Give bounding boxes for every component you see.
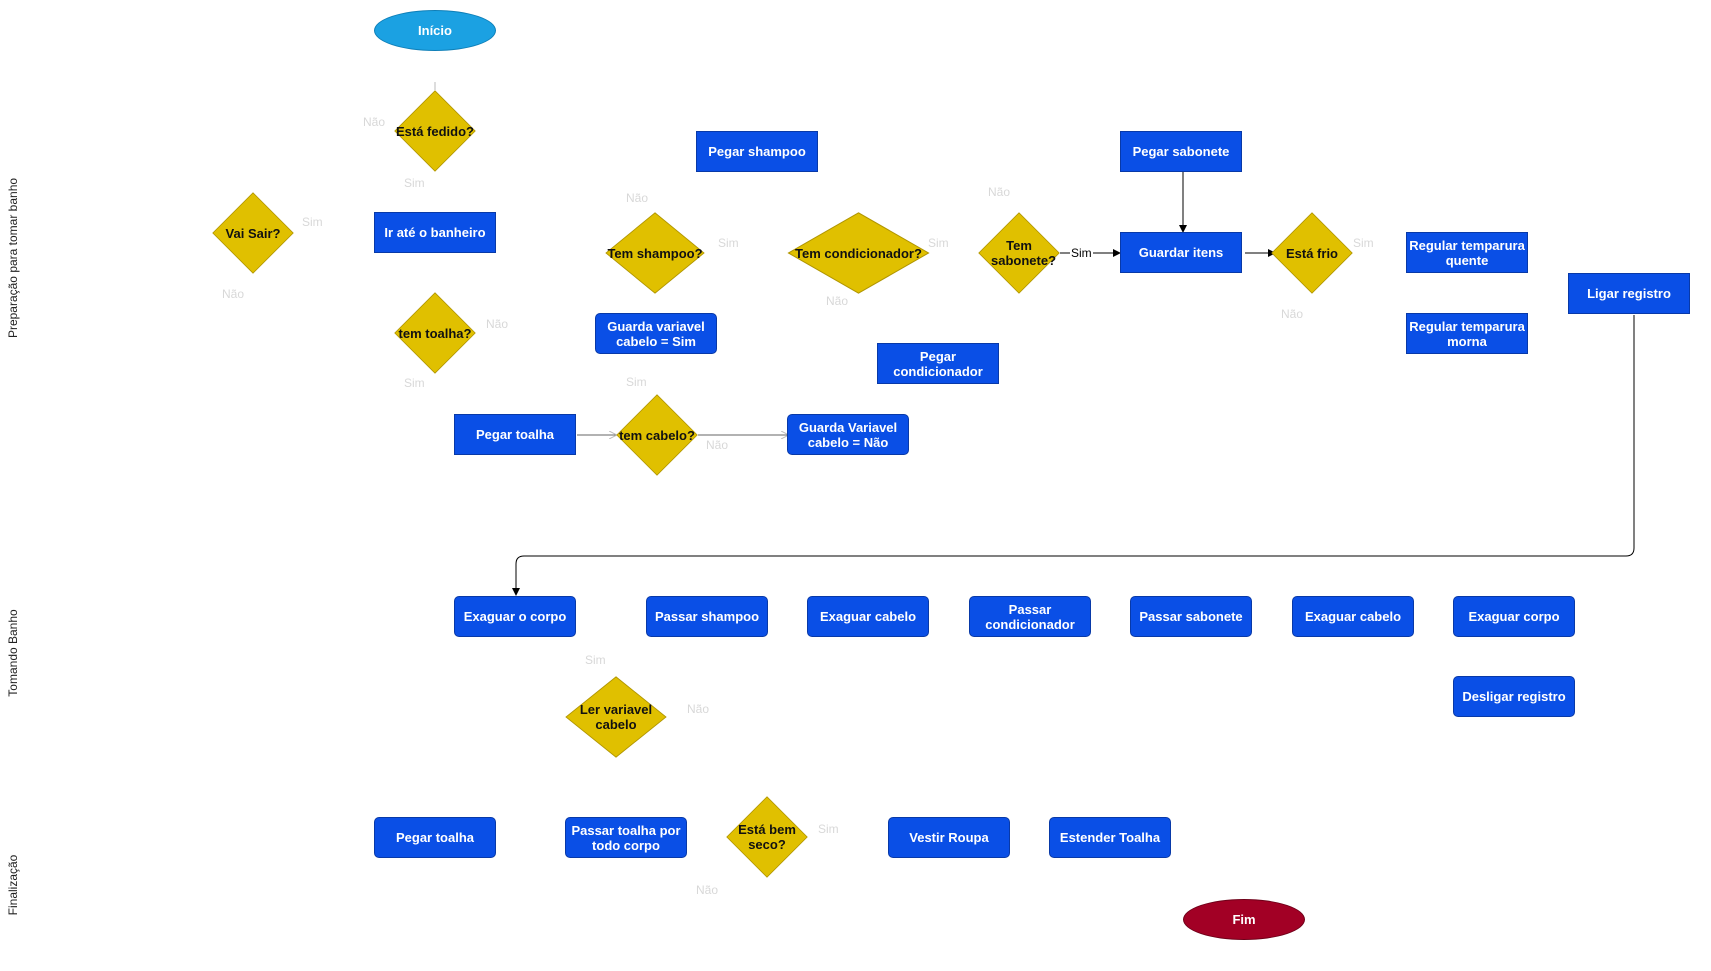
process-pegar-toalha-prep[interactable]: Pegar toalha (454, 414, 576, 455)
decision-tem-toalha-label: tem toalha? (398, 325, 472, 341)
edge-label-nao-ler: Não (687, 702, 710, 716)
lane-label-finish: Finalização (6, 854, 20, 916)
edge-label-nao-frio: Não (1281, 307, 1304, 321)
decision-esta-seco[interactable]: Está bem seco? (726, 796, 808, 878)
edge-label-sim-frio: Sim (1353, 236, 1374, 250)
edge-label-sim-condicionador: Sim (928, 236, 949, 250)
end-node-label: Fim (1232, 912, 1256, 927)
decision-vai-sair[interactable]: Vai Sair? (212, 192, 294, 274)
decision-esta-frio[interactable]: Está frio (1271, 212, 1353, 294)
decision-tem-shampoo-label: Tem shampoo? (607, 245, 703, 261)
decision-esta-seco-label: Está bem seco? (738, 822, 796, 852)
process-pegar-toalha-finish[interactable]: Pegar toalha (374, 817, 496, 858)
edge-label-nao-fedido: Não (363, 115, 386, 129)
process-passar-toalha[interactable]: Passar toalha por todo corpo (565, 817, 687, 858)
process-guarda-cabelo-nao[interactable]: Guarda Variavel cabelo = Não (787, 414, 909, 455)
decision-tem-sabonete-label: Tem sabonete? (991, 238, 1057, 268)
decision-ler-variavel-label: Ler variavel cabelo (579, 702, 653, 732)
edge-ligar-registro-exaguar-corpo (512, 315, 1635, 596)
process-exaguar-o-corpo[interactable]: Exaguar o corpo (454, 596, 576, 637)
edge-label-nao-toalha: Não (486, 317, 509, 331)
decision-tem-cabelo[interactable]: tem cabelo? (616, 394, 698, 476)
edge-label-sim-fedido: Sim (404, 176, 425, 190)
process-desligar-registro[interactable]: Desligar registro (1453, 676, 1575, 717)
edge-label-nao-shampoo: Não (626, 191, 649, 205)
decision-tem-cabelo-label: tem cabelo? (619, 427, 695, 443)
edge-label-sim-seco: Sim (818, 822, 839, 836)
decision-vai-sair-label: Vai Sair? (225, 225, 281, 241)
decision-esta-frio-label: Está frio (1285, 245, 1338, 261)
decision-tem-condicionador-label: Tem condicionador? (795, 245, 922, 261)
edge-label-nao-cabelo: Não (706, 438, 729, 452)
edge-label-sim-cabelo: Sim (626, 375, 647, 389)
decision-tem-toalha[interactable]: tem toalha? (394, 292, 476, 374)
lane-label-bath: Tomando Banho (6, 609, 20, 697)
start-node-label: Início (418, 23, 452, 38)
edge-label-nao-condicionador: Não (826, 294, 849, 308)
decision-esta-fedido[interactable]: Está fedido? (394, 90, 476, 172)
decision-esta-fedido-label: Está fedido? (395, 123, 474, 139)
edge-label-nao-sabonete: Não (988, 185, 1011, 199)
edge-label-sim-shampoo: Sim (718, 236, 739, 250)
lane-label-prep: Preparação para tomar banho (6, 177, 20, 339)
process-estender-toalha[interactable]: Estender Toalha (1049, 817, 1171, 858)
edge-label-sim-sair: Sim (302, 215, 323, 229)
decision-ler-variavel[interactable]: Ler variavel cabelo (565, 676, 667, 758)
start-node[interactable]: Início (374, 10, 496, 51)
decision-tem-shampoo[interactable]: Tem shampoo? (605, 212, 705, 294)
process-pegar-sabonete[interactable]: Pegar sabonete (1120, 131, 1242, 172)
process-guarda-cabelo-sim[interactable]: Guarda variavel cabelo = Sim (595, 313, 717, 354)
end-node[interactable]: Fim (1183, 899, 1305, 940)
process-passar-condicionador[interactable]: Passar condicionador (969, 596, 1091, 637)
process-pegar-shampoo[interactable]: Pegar shampoo (696, 131, 818, 172)
process-passar-sabonete[interactable]: Passar sabonete (1130, 596, 1252, 637)
edge-label-sim-sabonete: Sim (1070, 246, 1093, 260)
edge-label-sim-ler: Sim (585, 653, 606, 667)
decision-tem-condicionador[interactable]: Tem condicionador? (787, 212, 930, 294)
process-pegar-condicionador[interactable]: Pegar condicionador (877, 343, 999, 384)
process-exaguar-cabelo-2[interactable]: Exaguar cabelo (1292, 596, 1414, 637)
process-ir-banheiro[interactable]: Ir até o banheiro (374, 212, 496, 253)
process-ligar-registro[interactable]: Ligar registro (1568, 273, 1690, 314)
edge-label-sim-toalha: Sim (404, 376, 425, 390)
process-passar-shampoo[interactable]: Passar shampoo (646, 596, 768, 637)
edge-label-nao-seco: Não (696, 883, 719, 897)
process-exaguar-corpo[interactable]: Exaguar corpo (1453, 596, 1575, 637)
process-exaguar-cabelo-1[interactable]: Exaguar cabelo (807, 596, 929, 637)
decision-tem-sabonete[interactable]: Tem sabonete? (978, 212, 1060, 294)
process-guardar-itens[interactable]: Guardar itens (1120, 232, 1242, 273)
process-vestir-roupa[interactable]: Vestir Roupa (888, 817, 1010, 858)
edge-label-nao-sair: Não (222, 287, 245, 301)
process-regular-quente[interactable]: Regular temparura quente (1406, 232, 1528, 273)
process-regular-morna[interactable]: Regular temparura morna (1406, 313, 1528, 354)
